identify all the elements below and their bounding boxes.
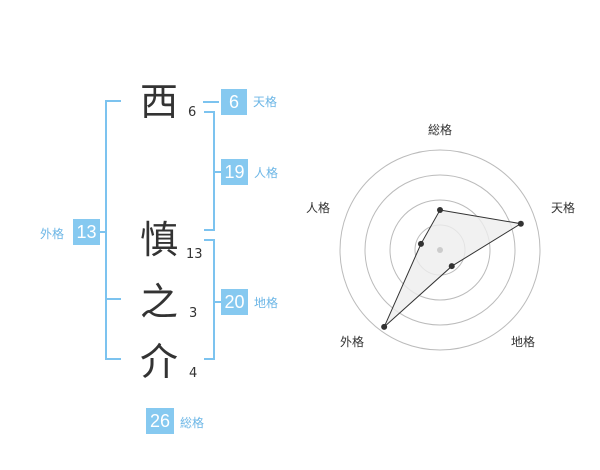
radar-point-5 <box>417 240 424 247</box>
radar-axis-label-gai: 外格 <box>340 334 364 349</box>
radar-center-dot <box>437 247 443 253</box>
stroke-count-1: 6 <box>188 105 197 120</box>
radar-axis-label-jin: 人格 <box>306 200 330 215</box>
ten-kaku-value: 6 <box>221 89 247 115</box>
radar-point-4 <box>381 323 388 330</box>
stroke-count-2: 13 <box>186 247 203 262</box>
ten-kaku-label: 天格 <box>253 95 278 109</box>
radar-ring-2 <box>389 199 491 301</box>
stroke-count-3: 3 <box>189 306 198 321</box>
radar-axis-label-souka: 総格 <box>428 122 452 137</box>
name-char-3: 之 <box>139 280 178 324</box>
name-char-1: 西 <box>139 80 178 124</box>
gai-kaku-value: 13 <box>73 219 100 245</box>
radar-axis-label-ten: 天格 <box>551 200 575 215</box>
jin-kaku-label: 人格 <box>254 166 279 180</box>
radar-area <box>383 209 523 328</box>
chi-kaku-label: 地格 <box>254 296 279 310</box>
radar-axis-label-chi: 地格 <box>511 334 535 349</box>
name-char-2: 慎 <box>139 218 178 262</box>
name-char-4: 介 <box>139 340 178 384</box>
radar-point-3 <box>448 263 455 270</box>
sou-kaku-label: 総格 <box>180 416 205 430</box>
chi-kaku-value: 20 <box>221 289 248 315</box>
radar-ring-4 <box>339 149 541 351</box>
gai-kaku-label: 外格 <box>40 227 65 241</box>
radar-point-2 <box>517 220 524 227</box>
jin-kaku-value: 19 <box>221 159 248 185</box>
radar-point-1 <box>437 207 443 213</box>
sou-kaku-value: 26 <box>146 408 174 434</box>
stroke-count-4: 4 <box>189 366 198 381</box>
radar-ring-3 <box>364 174 516 326</box>
